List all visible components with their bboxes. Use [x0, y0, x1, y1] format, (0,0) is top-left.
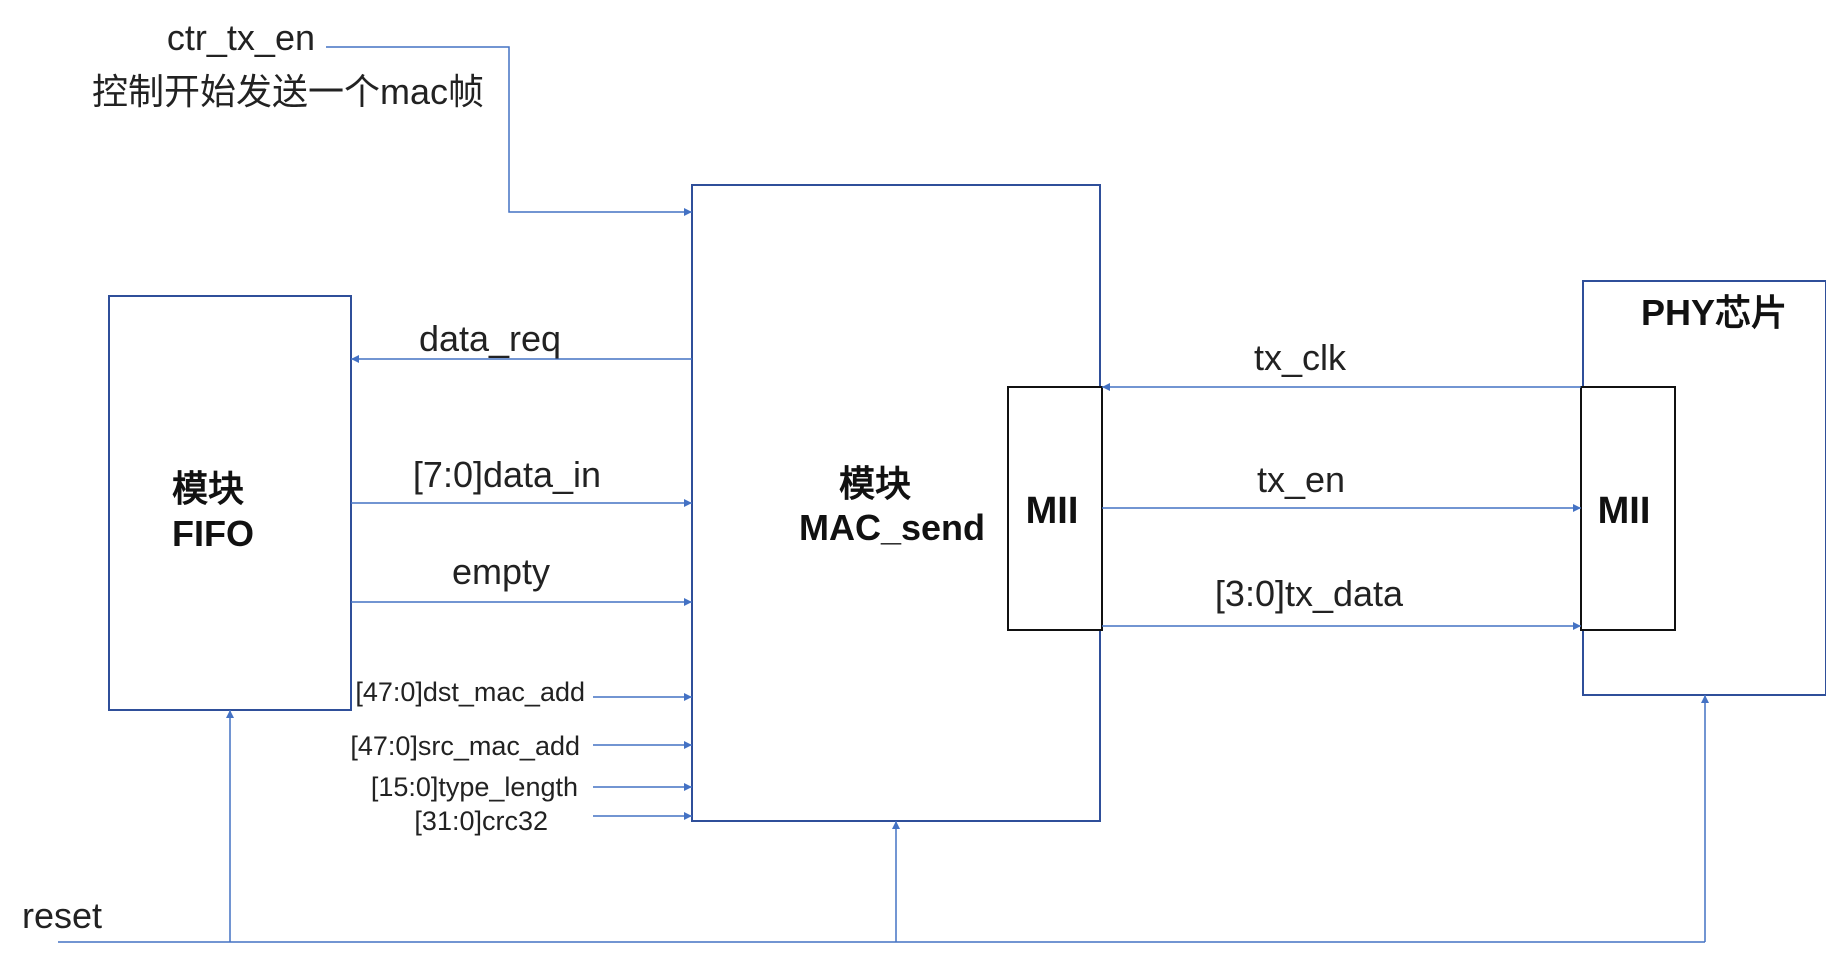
fifo-label-line1: 模块: [172, 468, 244, 509]
fifo-label-line2: FIFO: [172, 513, 254, 554]
mac-send-label-line1: 模块: [839, 463, 911, 504]
tx-clk-label: tx_clk: [1254, 337, 1347, 378]
mac-send-block-label: 模块 MAC_send: [799, 463, 985, 548]
fifo-block-label: 模块 FIFO: [172, 468, 254, 554]
empty-label: empty: [452, 551, 550, 592]
ctr-tx-en-label: ctr_tx_en: [167, 17, 315, 58]
reset-label: reset: [22, 895, 102, 936]
ctr-tx-en-description: 控制开始发送一个mac帧: [92, 71, 484, 112]
tx-en-label: tx_en: [1257, 459, 1345, 500]
dst-mac-add-label: [47:0]dst_mac_add: [355, 677, 585, 707]
mac-mii-port: [1007, 386, 1103, 631]
tx-data-label: [3:0]tx_data: [1215, 573, 1404, 614]
data-req-label: data_req: [419, 318, 561, 359]
mac-mii-label: MII: [1026, 490, 1079, 532]
phy-mii-label: MII: [1598, 490, 1651, 532]
phy-title: PHY芯片: [1641, 292, 1787, 333]
ctr-tx-en-wire: [326, 46, 692, 216]
src-mac-add-label: [47:0]src_mac_add: [350, 731, 580, 761]
mac-send-label-line2: MAC_send: [799, 507, 985, 548]
data-in-label: [7:0]data_in: [413, 454, 601, 495]
crc32-label: [31:0]crc32: [414, 806, 548, 836]
type-length-label: [15:0]type_length: [371, 772, 578, 802]
